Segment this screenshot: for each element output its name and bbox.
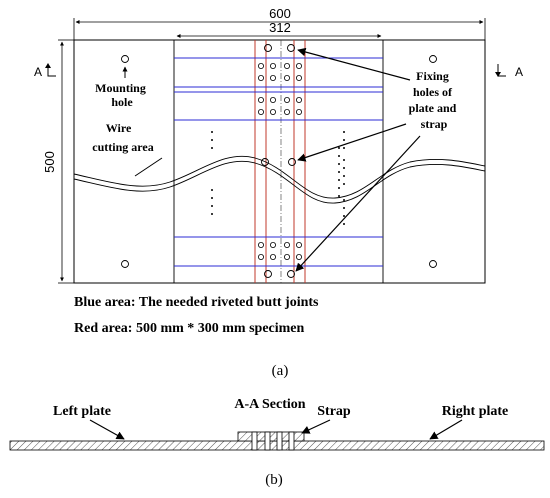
- caption-a: (a): [272, 363, 289, 379]
- section-arrows: [89, 419, 463, 440]
- wire-cutting-arrow: [134, 157, 163, 177]
- specimen-outline: [173, 39, 384, 284]
- section-marker-left-label: A: [34, 65, 42, 79]
- label-wire-line1: Wire: [106, 121, 132, 135]
- figure-a: 600 312 500 A A: [34, 6, 523, 379]
- fixing-holes: [261, 44, 296, 278]
- fixing-arrows: [295, 47, 421, 272]
- label-strap: Strap: [317, 404, 351, 419]
- right-plate: [281, 440, 545, 451]
- section-title: A-A Section: [234, 397, 305, 412]
- legend-red-area: Red area: 500 mm * 300 mm specimen: [74, 321, 305, 336]
- label-mounting-hole: Mounting hole: [95, 81, 149, 109]
- section-rivets: [251, 431, 295, 451]
- section-marker-left: A: [34, 63, 56, 79]
- blue-area-bands: [174, 57, 383, 267]
- dimension-312-label: 312: [269, 20, 291, 35]
- label-fixing-holes: Fixing holes of plate and strap: [409, 69, 460, 131]
- dimension-500-label: 500: [42, 151, 57, 173]
- section-marker-right: A: [495, 64, 523, 79]
- wire-cutting-line: [73, 156, 486, 204]
- dimension-600-label: 600: [269, 6, 291, 21]
- label-fixing-line2: holes of: [413, 85, 453, 99]
- caption-b: (b): [265, 472, 283, 488]
- label-left-plate: Left plate: [53, 404, 111, 419]
- left-plate: [9, 440, 281, 451]
- label-wire-line2: cutting area: [92, 140, 153, 154]
- label-mounting-line1: Mounting: [95, 81, 146, 95]
- rivet-holes: [257, 63, 302, 260]
- label-fixing-line1: Fixing: [416, 69, 449, 83]
- red-area-lines: [254, 40, 306, 283]
- mounting-holes: [121, 55, 437, 268]
- dimension-600: 600: [73, 6, 486, 42]
- dimension-312: 312: [176, 20, 382, 38]
- strap: [237, 431, 305, 442]
- label-mounting-line2: hole: [111, 95, 133, 109]
- label-right-plate: Right plate: [442, 404, 509, 419]
- label-fixing-line4: strap: [421, 117, 448, 131]
- dimension-500: 500: [42, 39, 74, 284]
- measurement-dots: [211, 131, 345, 225]
- legend-blue-area: Blue area: The needed riveted butt joint…: [74, 295, 319, 310]
- label-fixing-line3: plate and: [409, 101, 457, 115]
- section-marker-right-label: A: [515, 65, 523, 79]
- label-wire-cutting: Wire cutting area: [92, 121, 153, 154]
- figure-b: A-A Section Left plate Strap Right plate…: [9, 397, 545, 488]
